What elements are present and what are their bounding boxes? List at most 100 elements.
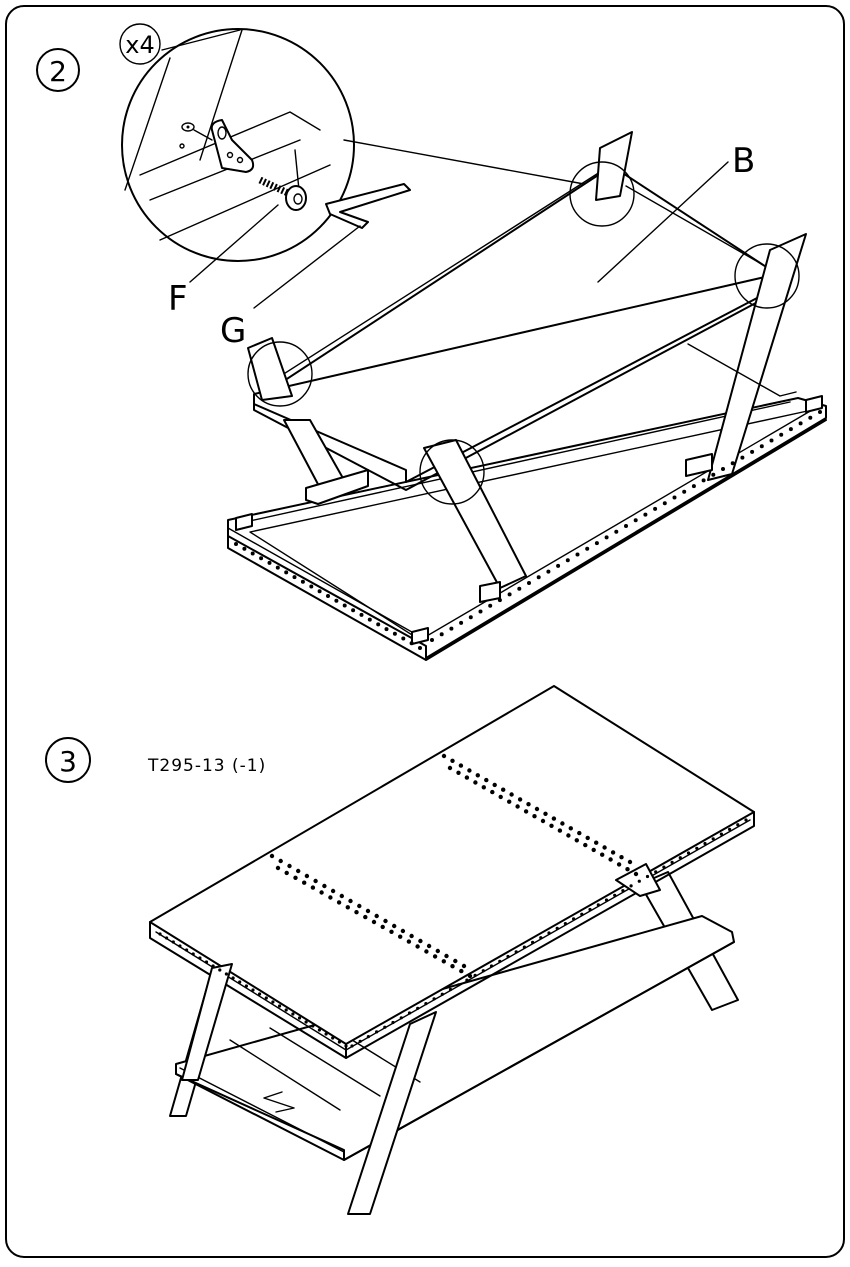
screw-hole bbox=[448, 987, 453, 992]
screw-hole bbox=[489, 964, 494, 968]
screw-hole bbox=[350, 1044, 354, 1048]
screw-hole bbox=[467, 768, 472, 773]
screw-hole bbox=[625, 867, 630, 872]
screw-hole bbox=[389, 929, 394, 934]
screw-hole bbox=[384, 627, 389, 632]
screw-hole bbox=[311, 1024, 315, 1028]
screw-hole bbox=[572, 917, 576, 921]
screw-hole bbox=[560, 821, 565, 826]
screw-hole bbox=[330, 888, 336, 894]
screw-hole bbox=[383, 918, 388, 924]
step-2-badge bbox=[36, 48, 80, 92]
screw-hole bbox=[450, 964, 455, 969]
hardware-detail-callout: x4 bbox=[119, 23, 585, 309]
screw-hole bbox=[566, 833, 571, 838]
screw-hole bbox=[464, 775, 470, 780]
bracket-callout-back-left bbox=[569, 161, 635, 227]
screw-hole bbox=[527, 581, 531, 585]
screw-hole bbox=[808, 415, 813, 420]
screw-hole bbox=[198, 956, 202, 960]
screw-hole bbox=[291, 1012, 295, 1016]
screw-hole bbox=[416, 1006, 420, 1010]
screw-hole bbox=[600, 852, 605, 857]
screw-hole bbox=[367, 617, 372, 622]
screw-hole bbox=[546, 569, 551, 574]
screw-hole bbox=[354, 910, 359, 915]
screw-hole bbox=[224, 972, 228, 976]
screw-hole bbox=[348, 898, 353, 904]
screw-hole bbox=[682, 489, 687, 494]
screw-hole bbox=[310, 885, 316, 890]
screw-hole bbox=[342, 603, 347, 608]
bracket-callout-front-right bbox=[419, 439, 485, 505]
screw-hole bbox=[363, 914, 368, 920]
screw-hole bbox=[728, 827, 732, 832]
screw-hole bbox=[400, 928, 406, 934]
screw-hole bbox=[328, 895, 333, 900]
screw-hole bbox=[375, 1030, 379, 1034]
screw-hole bbox=[555, 926, 559, 930]
screw-hole bbox=[627, 859, 633, 865]
screw-hole bbox=[158, 932, 162, 936]
bracket-callout-back-right bbox=[734, 243, 800, 309]
screw-hole bbox=[580, 912, 584, 916]
screw-hole bbox=[324, 1032, 328, 1036]
screw-hole bbox=[234, 542, 238, 546]
screw-hole bbox=[345, 905, 350, 910]
screw-hole bbox=[557, 828, 563, 833]
screw-hole bbox=[337, 1040, 341, 1044]
screw-hole bbox=[296, 868, 301, 874]
screw-hole bbox=[736, 823, 740, 827]
screw-hole bbox=[407, 1011, 412, 1015]
screw-hole bbox=[613, 893, 617, 897]
screw-hole bbox=[271, 1000, 275, 1004]
screw-hole bbox=[498, 959, 502, 963]
screw-hole bbox=[238, 980, 242, 984]
screw-hole bbox=[497, 598, 502, 603]
screw-hole bbox=[334, 598, 339, 603]
screw-hole bbox=[304, 873, 310, 879]
screw-hole bbox=[577, 830, 582, 836]
screw-hole bbox=[376, 622, 381, 627]
screw-hole bbox=[398, 934, 403, 939]
screw-hole bbox=[165, 936, 169, 940]
screw-hole bbox=[643, 512, 648, 517]
screw-hole bbox=[744, 818, 748, 822]
screw-hole bbox=[701, 478, 706, 483]
screw-hole bbox=[399, 1016, 403, 1020]
screw-hole bbox=[517, 586, 522, 591]
screw-hole bbox=[366, 1035, 370, 1039]
screw-hole bbox=[610, 850, 616, 855]
screw-hole bbox=[449, 626, 454, 631]
screw-hole bbox=[409, 641, 414, 646]
screw-hole bbox=[481, 969, 485, 973]
screw-hole bbox=[662, 865, 666, 869]
screw-hole bbox=[313, 878, 318, 884]
screw-hole bbox=[506, 954, 510, 959]
screw-hole bbox=[523, 809, 529, 814]
screw-hole bbox=[300, 579, 305, 584]
model-code: T295-13 (-1) bbox=[147, 756, 266, 776]
screw-hole bbox=[730, 461, 735, 466]
screw-hole bbox=[336, 900, 342, 905]
screw-hole bbox=[218, 968, 222, 972]
screw-hole bbox=[383, 1025, 387, 1029]
screw-hole bbox=[532, 814, 537, 819]
screw-hole bbox=[629, 884, 633, 888]
screw-hole bbox=[191, 952, 195, 956]
screw-hole bbox=[686, 851, 691, 855]
screw-hole bbox=[769, 438, 774, 443]
screw-hole bbox=[549, 823, 554, 828]
lower-shelf bbox=[175, 915, 735, 1161]
screw-hole bbox=[284, 1008, 288, 1012]
screw-hole bbox=[278, 1004, 282, 1008]
screw-hole bbox=[624, 524, 628, 528]
screw-hole bbox=[258, 992, 262, 996]
screw-hole bbox=[459, 968, 464, 974]
screw-hole bbox=[750, 449, 755, 454]
screw-hole bbox=[426, 943, 432, 949]
screw-hole bbox=[344, 1044, 348, 1048]
screw-hole bbox=[391, 1020, 395, 1025]
